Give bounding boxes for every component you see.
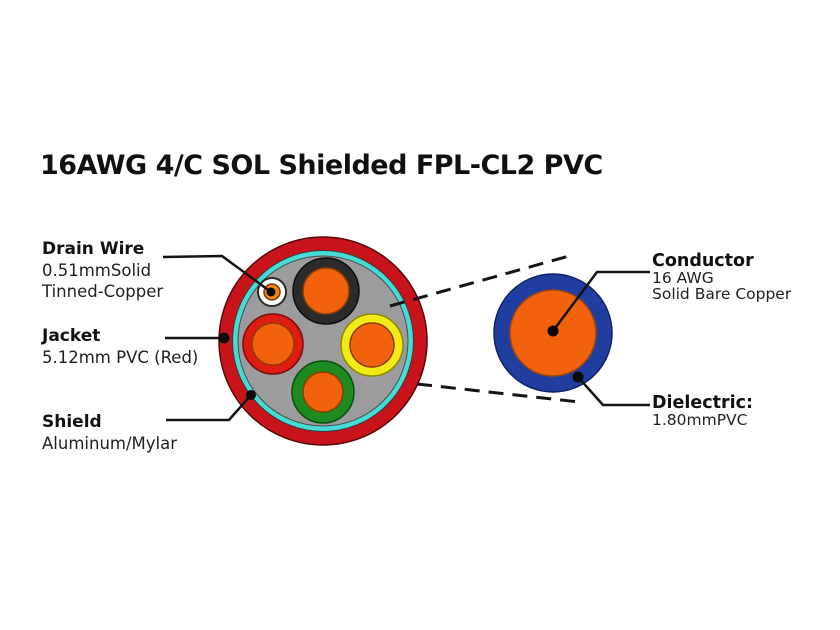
shield-heading: Shield [42,412,102,432]
shield-leader-dot [246,390,256,400]
label-dielectric: Dielectric: 1.80mmPVC [652,394,753,428]
label-jacket: Jacket 5.12mm PVC (Red) [42,325,198,368]
conductor-leader-dot [547,325,559,337]
conductor-heading: Conductor [652,251,754,271]
drain-wire-heading: Drain Wire [42,239,145,259]
zoom-guide-top-dashed-line [389,254,570,308]
label-conductor: Conductor 16 AWG Solid Bare Copper [652,252,791,302]
conductor-material: Solid Bare Copper [652,285,792,303]
conductor-gauge: 16 AWG [652,269,714,287]
jacket-spec: 5.12mm PVC (Red) [42,348,199,367]
conductor-right-core [349,322,395,368]
conductor-bottom-core [302,371,344,413]
zoom-guide-bottom-dashed-line [416,382,580,404]
drain-wire-leader-dot [266,287,276,297]
dielectric-spec: 1.80mmPVC [652,411,748,429]
label-drain-wire: Drain Wire 0.51mmSolid Tinned-Copper [42,238,163,302]
jacket-heading: Jacket [42,326,101,346]
jacket-leader-dot [218,332,230,344]
drain-wire-leader-line [162,254,272,294]
dielectric-leader-line [577,376,650,407]
conductor-left-core [251,322,295,366]
conductor-leader-line [551,270,650,332]
shield-leader-line [166,394,252,422]
page-title: 16AWG 4/C SOL Shielded FPL-CL2 PVC [40,150,603,181]
drain-wire-size: 0.51mmSolid [42,261,152,280]
conductor-top-core [302,267,350,315]
label-shield: Shield Aluminum/Mylar [42,411,177,454]
shield-material: Aluminum/Mylar [42,434,178,453]
drain-wire-material: Tinned-Copper [42,282,164,301]
dielectric-leader-dot [572,371,584,383]
dielectric-heading: Dielectric: [652,393,754,413]
